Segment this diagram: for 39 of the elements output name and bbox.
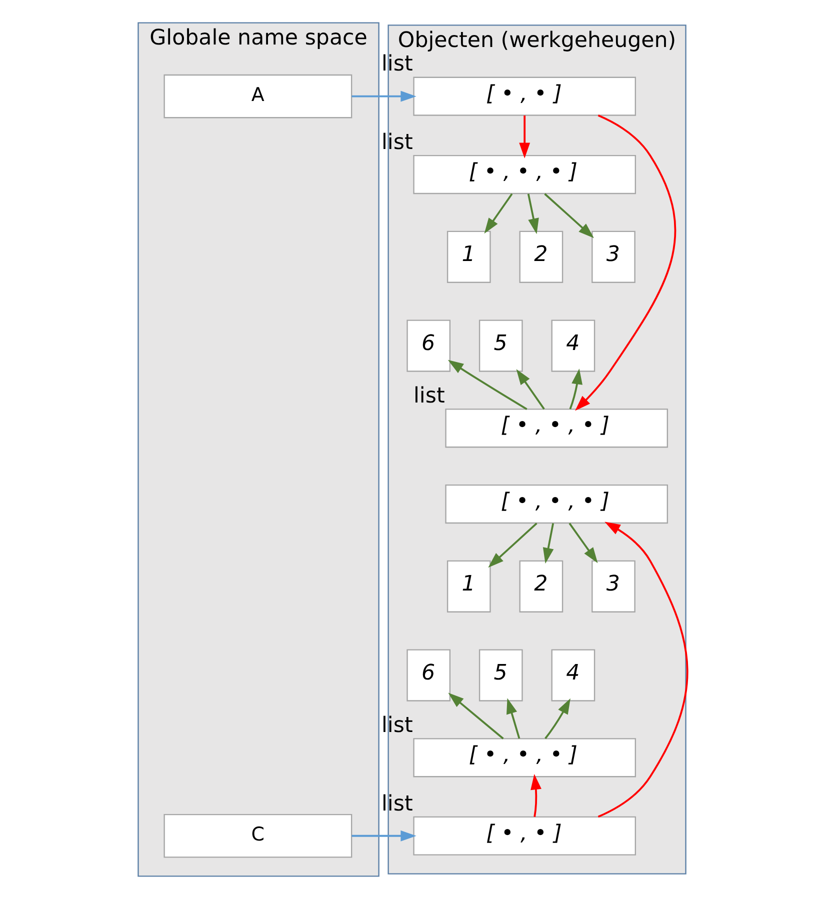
node-box: 6 (406, 320, 451, 372)
node-box: 1 (446, 560, 491, 612)
node-box: 5 (478, 320, 523, 372)
node-box: [ • , • , • ] (445, 484, 668, 524)
node-box: [ • , • , • ] (413, 154, 636, 194)
node-box: 6 (406, 649, 451, 702)
node-box: 4 (551, 649, 596, 702)
arrow (568, 522, 598, 564)
node-label: list (414, 384, 445, 409)
arrow (352, 830, 416, 842)
node-box: [ • , • ] (413, 816, 636, 856)
arrow (484, 193, 513, 234)
arrow (530, 774, 542, 817)
arrow (516, 369, 545, 410)
node-box: 5 (478, 649, 523, 702)
node-box: [ • , • , • ] (445, 408, 668, 448)
arrow (448, 692, 504, 740)
arrow (488, 522, 538, 568)
arrow (506, 698, 520, 739)
node-box: A (164, 74, 352, 118)
arrow (544, 193, 594, 238)
node-box: [ • , • , • ] (413, 738, 636, 778)
node-box: 3 (592, 560, 636, 612)
node-box: [ • , • ] (413, 76, 636, 116)
node-box: C (164, 814, 352, 858)
node-box: 2 (519, 560, 564, 612)
arrow (569, 368, 582, 410)
arrow (542, 523, 554, 564)
arrow (598, 522, 688, 818)
arrow (519, 115, 530, 158)
node-box: 4 (551, 320, 596, 372)
node-box: 3 (592, 230, 636, 283)
arrow (352, 90, 416, 102)
node-box: 1 (446, 230, 491, 283)
arrow (544, 698, 570, 740)
node-box: 2 (519, 230, 564, 283)
arrow (575, 114, 676, 411)
arrow (448, 360, 528, 410)
arrow (527, 194, 539, 234)
